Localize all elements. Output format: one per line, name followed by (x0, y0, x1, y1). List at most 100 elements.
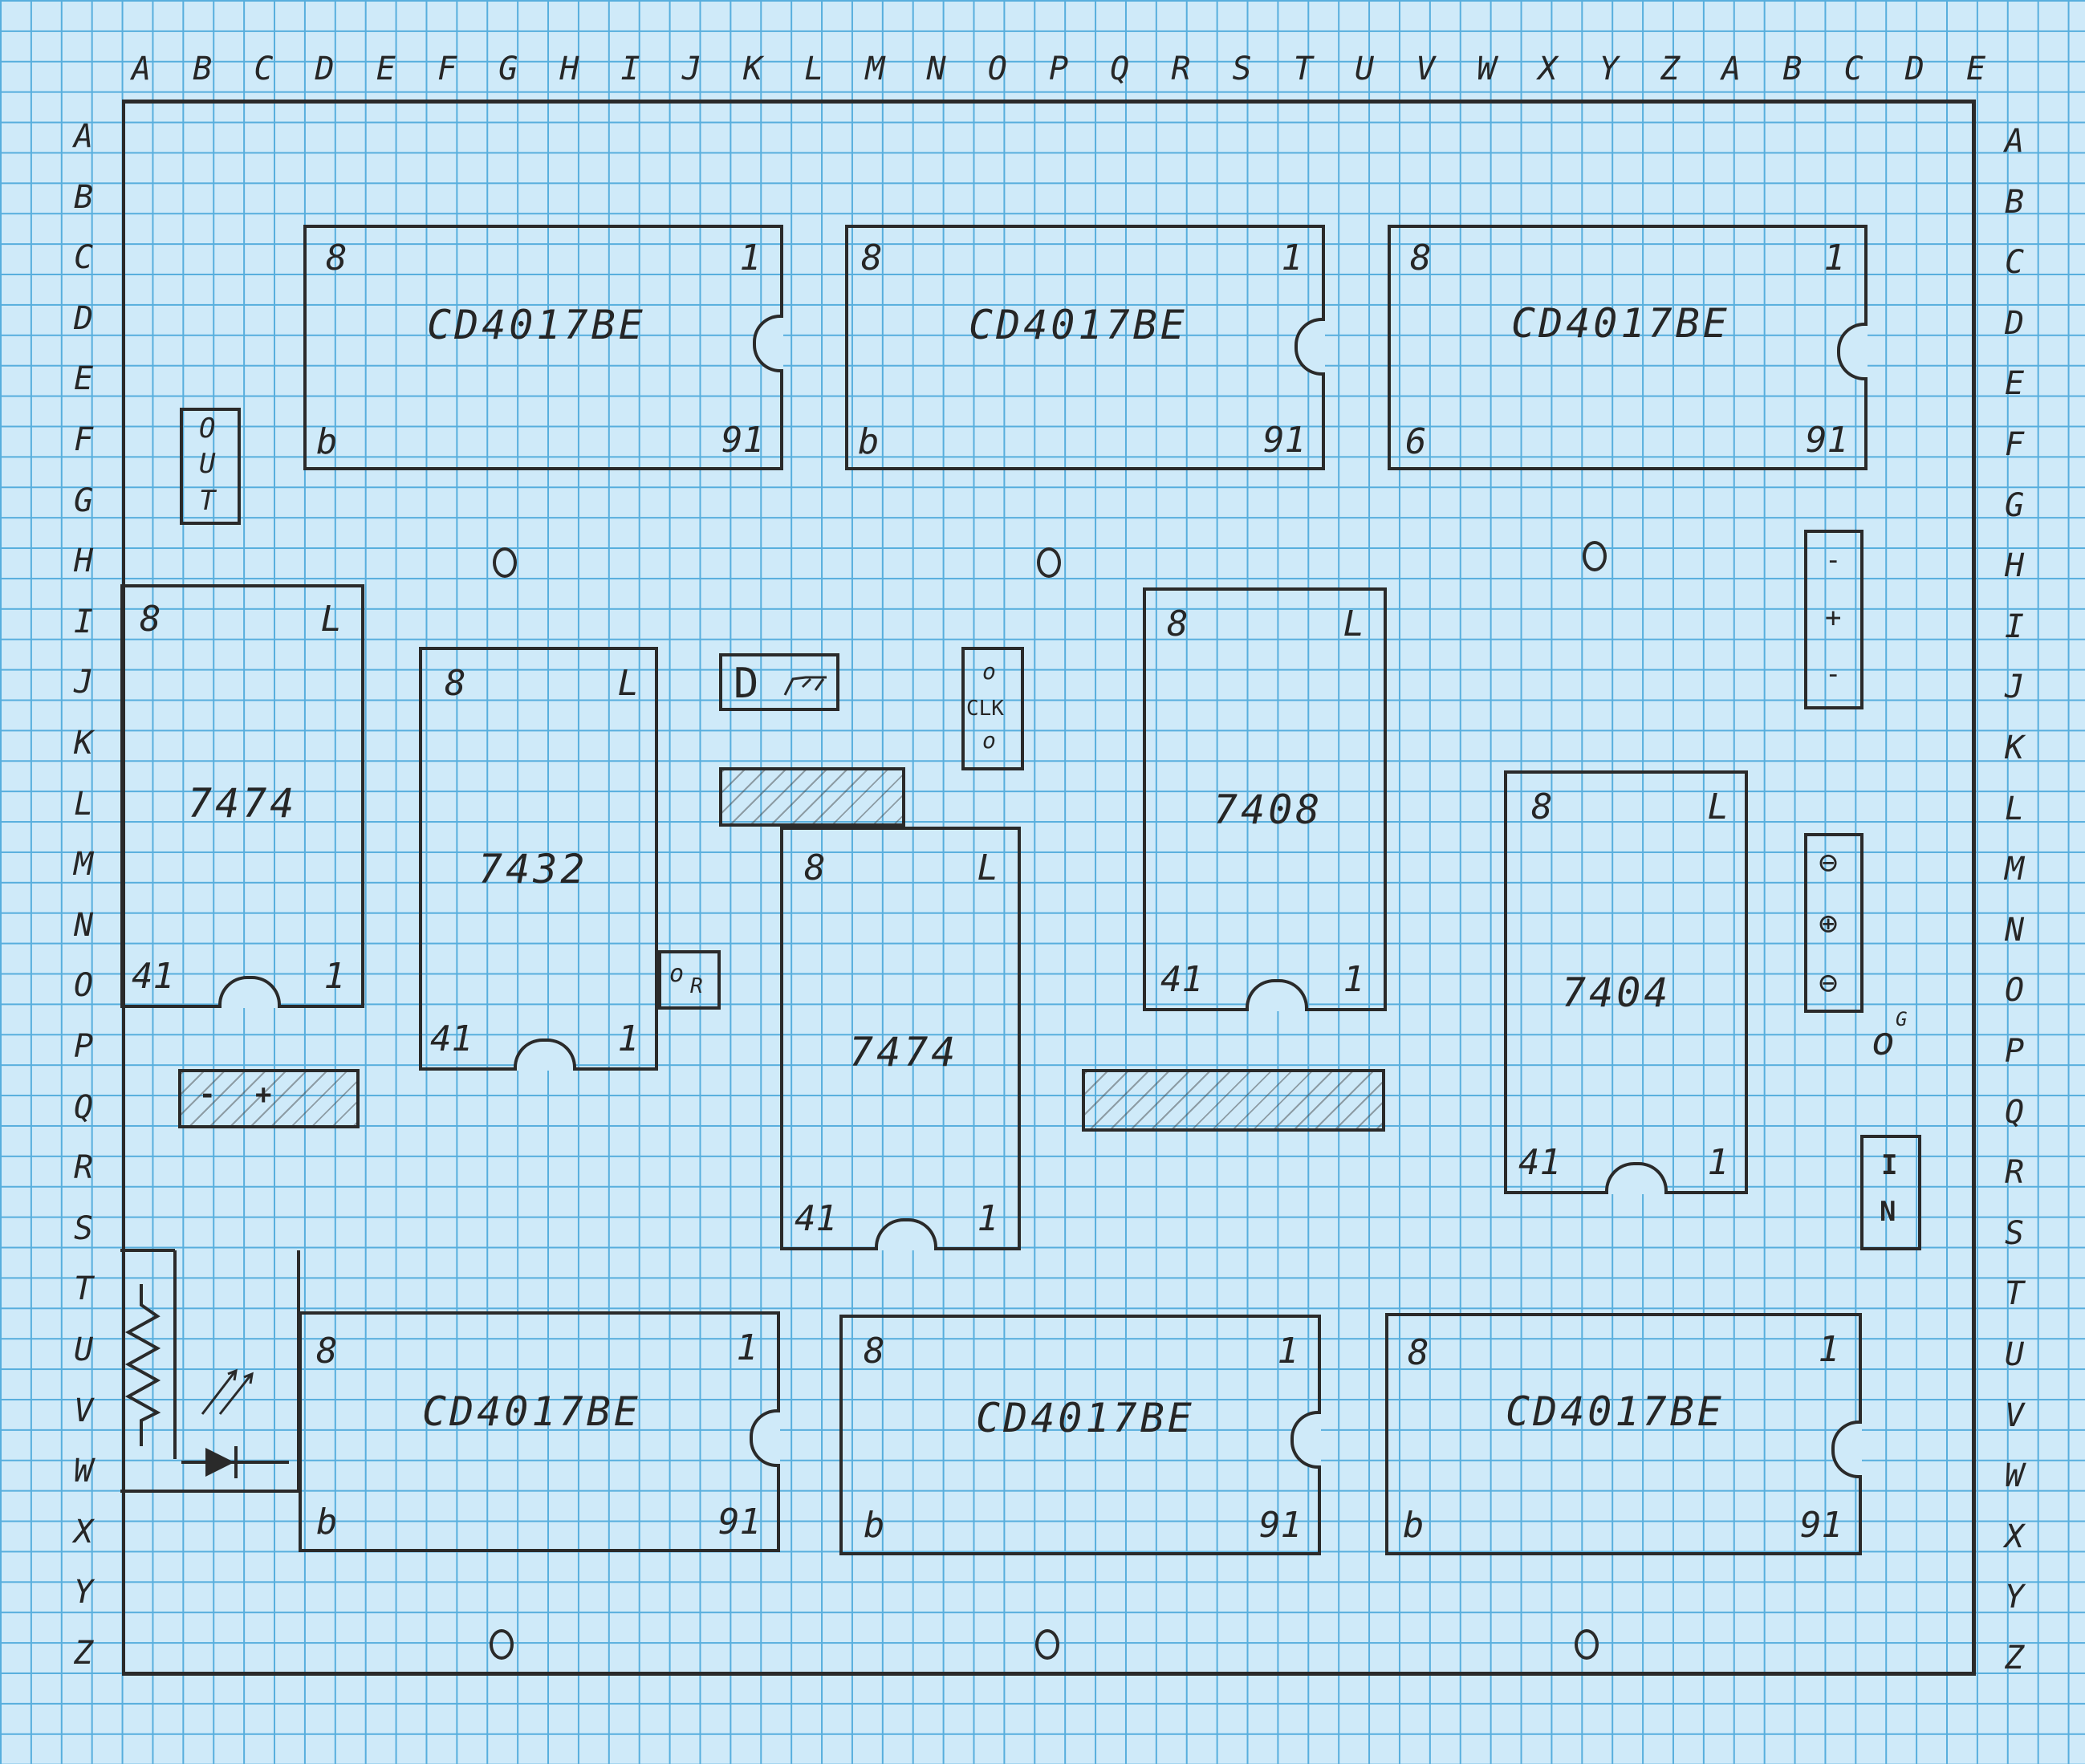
row-label-left: F (73, 421, 94, 458)
chip-name: CD4017BE (976, 1395, 1195, 1441)
row-label-right: Z (2004, 1640, 2025, 1677)
row-label-left: B (73, 178, 94, 216)
row-label-right: W (2004, 1457, 2025, 1495)
column-label: F (437, 51, 457, 87)
pin-1-label: 1 (1277, 1331, 1299, 1372)
pin-14-label: 41 (795, 1198, 837, 1239)
g-test-point: o (1872, 1019, 1895, 1064)
7474-chip-left: 8 L 7474 41 1 (120, 584, 364, 1008)
hatched-component (719, 767, 905, 827)
mounting-hole (1035, 1629, 1059, 1660)
column-label: I (620, 51, 640, 87)
pin-8-label: 8 (1410, 238, 1432, 278)
pin-1-label: 1 (1823, 238, 1846, 278)
led-icon (181, 1368, 289, 1478)
cd4017be-chip-top-left: 8 1 CD4017BE b 91 (303, 225, 783, 470)
row-label-right: B (2004, 183, 2025, 221)
column-label: E (376, 51, 396, 87)
mounting-hole (1575, 1629, 1599, 1660)
row-label-right: E (2004, 365, 2025, 403)
clk-connector: o CLK o (961, 647, 1024, 770)
row-label-right: L (2004, 790, 2025, 827)
pin-14-label: 41 (1160, 959, 1203, 1000)
in-connector: I N (1860, 1135, 1921, 1250)
pin-8-label: 8 (861, 238, 883, 278)
power-sign: ⊖ (1819, 844, 1839, 881)
chip-notch (1831, 1421, 1862, 1478)
column-label: A (1721, 51, 1742, 87)
pin-1-label: 1 (977, 1198, 999, 1239)
column-label: B (193, 51, 213, 87)
row-label-left: V (73, 1392, 94, 1429)
pin-16-label: 91 (721, 420, 764, 461)
row-label-right: C (2004, 244, 2025, 282)
column-label: D (1904, 51, 1924, 87)
pin-16-label: 91 (1263, 420, 1306, 461)
chip-name: CD4017BE (969, 302, 1188, 348)
row-label-left: C (73, 239, 94, 277)
clk-label: CLK (966, 697, 1004, 721)
chip-notch (875, 1218, 937, 1250)
pin-b-label: 6 (1405, 421, 1427, 462)
out-connector: O U T (180, 408, 241, 525)
row-label-right: M (2004, 851, 2025, 888)
column-label: W (1477, 51, 1497, 87)
chip-name: CD4017BE (427, 302, 646, 348)
d-marking-icon (783, 676, 827, 696)
row-label-left: Y (73, 1574, 94, 1612)
pin-b-label: b (1403, 1505, 1425, 1546)
column-label: N (926, 51, 946, 87)
chip-notch (750, 1409, 780, 1467)
cd4017be-chip-bottom-middle: 8 1 CD4017BE b 91 (839, 1315, 1321, 1555)
chip-name: CD4017BE (1511, 300, 1730, 347)
column-label: Q (1110, 51, 1130, 87)
pin-14-label: 41 (1518, 1142, 1561, 1183)
pin-1-label: 1 (1707, 1142, 1729, 1183)
power-connector-left: - + (178, 1069, 360, 1128)
row-label-left: W (73, 1453, 94, 1490)
chip-name: 7432 (478, 846, 588, 892)
row-label-right: P (2004, 1033, 2025, 1070)
row-label-left: O (73, 967, 94, 1005)
pin-1-label: 1 (739, 238, 762, 278)
pin-b-label: b (858, 421, 880, 462)
pin-1-label: 1 (1343, 959, 1365, 1000)
out-letter: T (199, 485, 216, 517)
column-label: H (559, 51, 579, 87)
pin-8-label: 8 (1167, 604, 1189, 644)
7432-chip: 8 L 7432 41 1 (419, 647, 658, 1071)
column-label: P (1048, 51, 1069, 87)
pin-1-label: 1 (617, 1018, 640, 1059)
power-sign: + (255, 1079, 272, 1111)
d-label: D (734, 660, 759, 708)
pin-8-label: 8 (1531, 786, 1553, 827)
g-label: G (1896, 1008, 1908, 1030)
hatched-component (1082, 1069, 1385, 1132)
row-label-right: I (2004, 608, 2025, 645)
pin-8-label: 8 (1408, 1332, 1429, 1373)
row-label-left: E (73, 360, 94, 398)
row-label-right: N (2004, 911, 2025, 949)
row-label-right: G (2004, 486, 2025, 524)
column-label: M (865, 51, 885, 87)
out-letter: U (199, 448, 216, 480)
power-sign: ⊖ (1819, 965, 1839, 1002)
column-label: B (1782, 51, 1803, 87)
column-label: T (1293, 51, 1313, 87)
row-label-right: D (2004, 304, 2025, 342)
pin-16-label: 91 (1259, 1505, 1302, 1546)
power-sign: - (1825, 544, 1842, 576)
cd4017be-chip-top-middle: 8 1 CD4017BE b 91 (845, 225, 1325, 470)
pin-b-label: b (316, 1502, 338, 1542)
row-label-right: R (2004, 1154, 2025, 1192)
chip-name: 7408 (1213, 786, 1323, 833)
pin-8-label: 8 (316, 1331, 338, 1372)
column-label: L (804, 51, 824, 87)
row-label-right: S (2004, 1214, 2025, 1252)
pin-1-label: 1 (736, 1327, 758, 1368)
column-label: C (1843, 51, 1863, 87)
in-letter: N (1880, 1196, 1896, 1228)
pin-16-label: 91 (1806, 420, 1848, 461)
row-label-right: T (2004, 1275, 2025, 1313)
